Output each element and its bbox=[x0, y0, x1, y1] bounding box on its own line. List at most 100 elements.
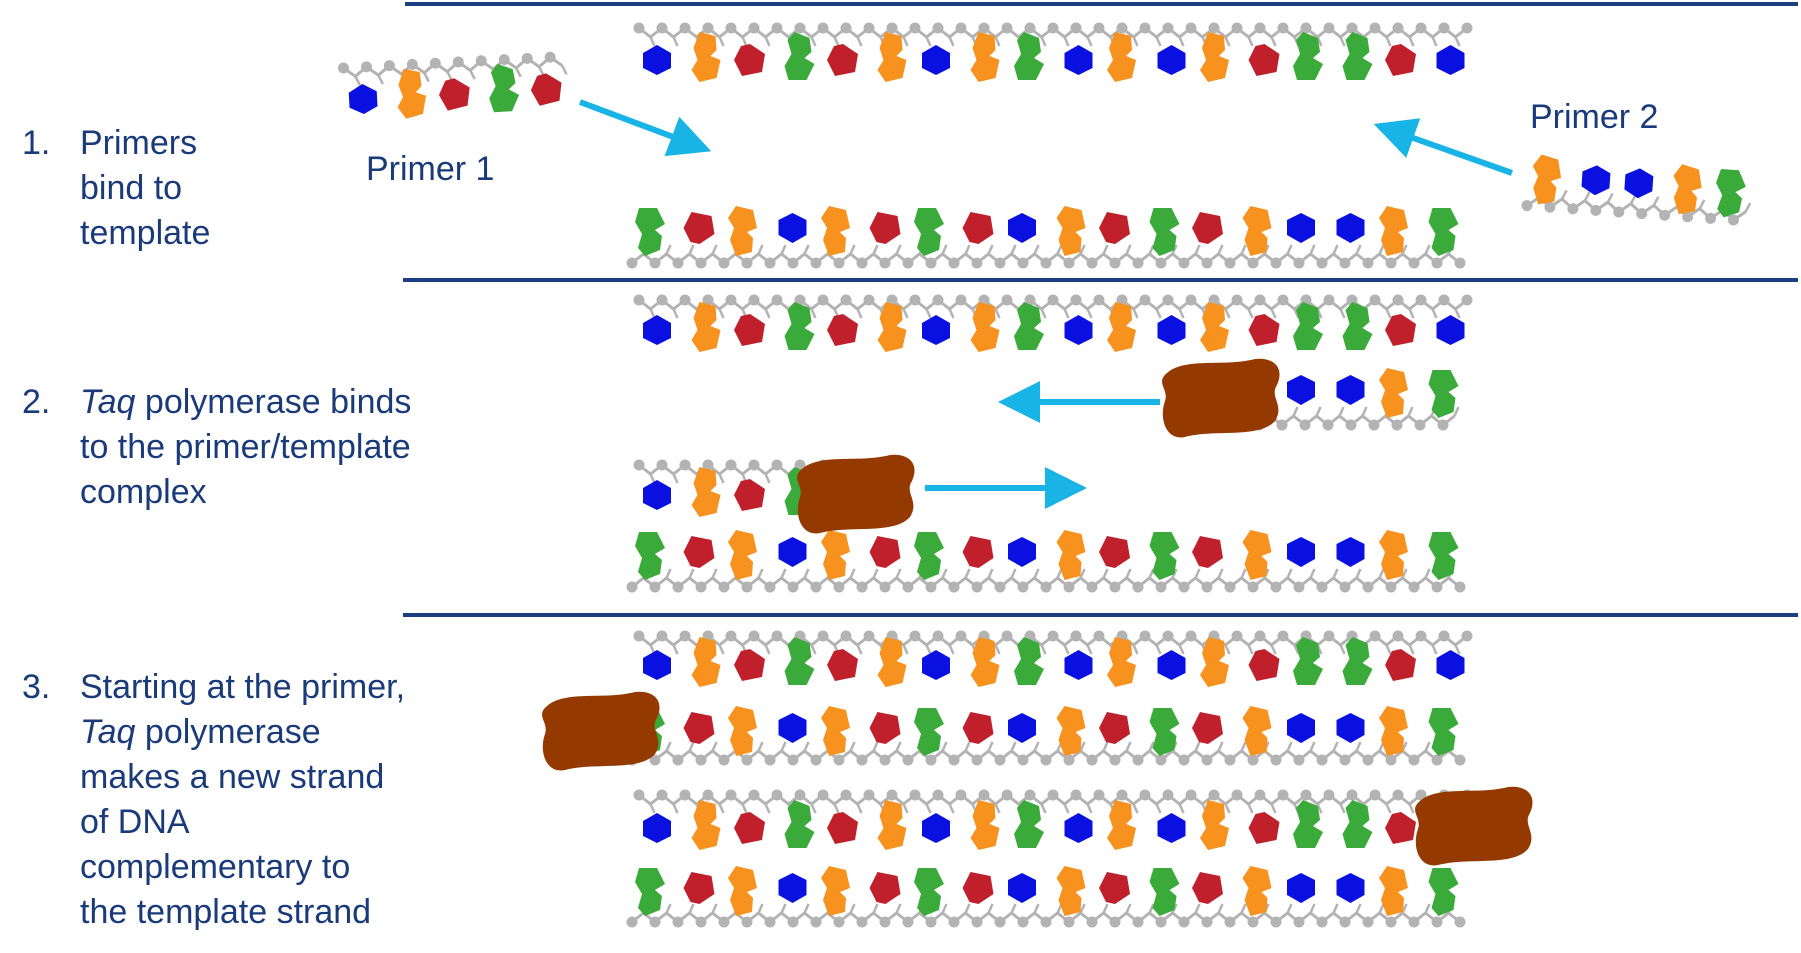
base-red bbox=[962, 536, 994, 568]
backbone-bead bbox=[994, 581, 1006, 593]
taq-polymerase bbox=[542, 691, 660, 771]
base-red bbox=[869, 712, 901, 744]
step-3-line-5: complementary to bbox=[80, 848, 351, 886]
base-blue bbox=[643, 480, 671, 510]
backbone-bead bbox=[1132, 754, 1144, 766]
taq-polymerase bbox=[1415, 786, 1533, 866]
base-red bbox=[962, 712, 994, 744]
backbone-bead bbox=[1070, 294, 1082, 306]
base-orange bbox=[1379, 530, 1408, 580]
base-blue bbox=[778, 537, 807, 567]
backbone-bead bbox=[1247, 581, 1259, 593]
base-blue bbox=[1581, 165, 1611, 196]
base-green bbox=[1342, 637, 1373, 685]
base-red bbox=[827, 44, 858, 76]
base-orange bbox=[1056, 866, 1086, 916]
backbone-bead bbox=[1322, 419, 1334, 431]
backbone-bead bbox=[1408, 754, 1420, 766]
backbone-bead bbox=[1093, 789, 1105, 801]
base-blue bbox=[1287, 213, 1315, 243]
backbone-bead bbox=[1293, 581, 1305, 593]
backbone-bead bbox=[1201, 257, 1213, 269]
backbone-bead bbox=[1040, 754, 1052, 766]
backbone-bead bbox=[1293, 257, 1305, 269]
base-green bbox=[635, 208, 665, 256]
base-blue bbox=[1336, 873, 1365, 903]
backbone-bead bbox=[1323, 22, 1335, 34]
panel-1-bottom-template bbox=[626, 206, 1466, 269]
backbone-bead bbox=[1132, 581, 1144, 593]
backbone-bead bbox=[1109, 581, 1121, 593]
base-orange bbox=[1242, 866, 1272, 916]
base-red bbox=[1192, 536, 1223, 568]
base-red bbox=[1099, 872, 1130, 904]
backbone-bead bbox=[498, 54, 510, 66]
backbone-bead bbox=[1109, 754, 1121, 766]
backbone-bead bbox=[794, 22, 806, 34]
backbone-bead bbox=[1086, 581, 1098, 593]
taq-italic: Taq bbox=[80, 383, 136, 421]
backbone-bead bbox=[1116, 789, 1128, 801]
backbone-bead bbox=[1047, 789, 1059, 801]
backbone-bead bbox=[1391, 419, 1403, 431]
backbone-bead bbox=[856, 916, 868, 928]
backbone-bead bbox=[840, 22, 852, 34]
backbone-bead bbox=[1454, 916, 1466, 928]
backbone-bead bbox=[1162, 630, 1174, 642]
dna-backbone bbox=[626, 244, 1466, 269]
step-2-number: 2. bbox=[22, 383, 51, 421]
backbone-bead bbox=[1727, 214, 1739, 226]
backbone-bead bbox=[879, 916, 891, 928]
backbone-bead bbox=[626, 581, 638, 593]
backbone-bead bbox=[1093, 294, 1105, 306]
panel-3-b-top bbox=[633, 789, 1473, 850]
backbone-bead bbox=[787, 754, 799, 766]
backbone-bead bbox=[1109, 257, 1121, 269]
base-green bbox=[1149, 708, 1180, 756]
base-red bbox=[1385, 314, 1416, 346]
backbone-bead bbox=[1368, 419, 1380, 431]
base-orange bbox=[691, 302, 721, 352]
backbone-bead bbox=[672, 257, 684, 269]
backbone-bead bbox=[725, 459, 737, 471]
backbone-bead bbox=[925, 257, 937, 269]
backbone-bead bbox=[879, 257, 891, 269]
base-orange bbox=[1379, 706, 1408, 756]
backbone-bead bbox=[748, 22, 760, 34]
backbone-bead bbox=[1254, 294, 1266, 306]
step-3-line-2-rest: polymerase bbox=[135, 713, 321, 751]
base-orange bbox=[1200, 637, 1229, 687]
step-1-number: 1. bbox=[22, 124, 51, 162]
base-blue bbox=[1008, 873, 1036, 903]
backbone-bead bbox=[833, 916, 845, 928]
base-blue bbox=[1008, 537, 1036, 567]
base-blue bbox=[922, 45, 950, 75]
base-blue bbox=[1157, 813, 1186, 843]
base-orange bbox=[877, 302, 907, 352]
base-blue bbox=[922, 315, 950, 345]
backbone-bead bbox=[656, 22, 668, 34]
base-orange bbox=[1379, 206, 1408, 256]
backbone-bead bbox=[1063, 257, 1075, 269]
backbone-bead bbox=[1132, 916, 1144, 928]
backbone-bead bbox=[702, 459, 714, 471]
backbone-bead bbox=[748, 630, 760, 642]
base-red bbox=[530, 73, 562, 106]
backbone-bead bbox=[1345, 419, 1357, 431]
backbone-bead bbox=[810, 916, 822, 928]
backbone-bead bbox=[1385, 916, 1397, 928]
base-blue bbox=[1436, 45, 1465, 75]
backbone-bead bbox=[1316, 581, 1328, 593]
base-orange bbox=[728, 706, 757, 756]
taq-polymerase bbox=[1162, 358, 1280, 438]
base-green bbox=[489, 63, 520, 113]
base-blue bbox=[1157, 650, 1186, 680]
backbone-bead bbox=[1024, 22, 1036, 34]
backbone-bead bbox=[1415, 630, 1427, 642]
backbone-bead bbox=[1392, 22, 1404, 34]
backbone-bead bbox=[1224, 257, 1236, 269]
base-green bbox=[1428, 708, 1459, 756]
base-green bbox=[1293, 637, 1323, 685]
backbone-bead bbox=[1024, 789, 1036, 801]
panel-2-top-template bbox=[633, 294, 1473, 352]
